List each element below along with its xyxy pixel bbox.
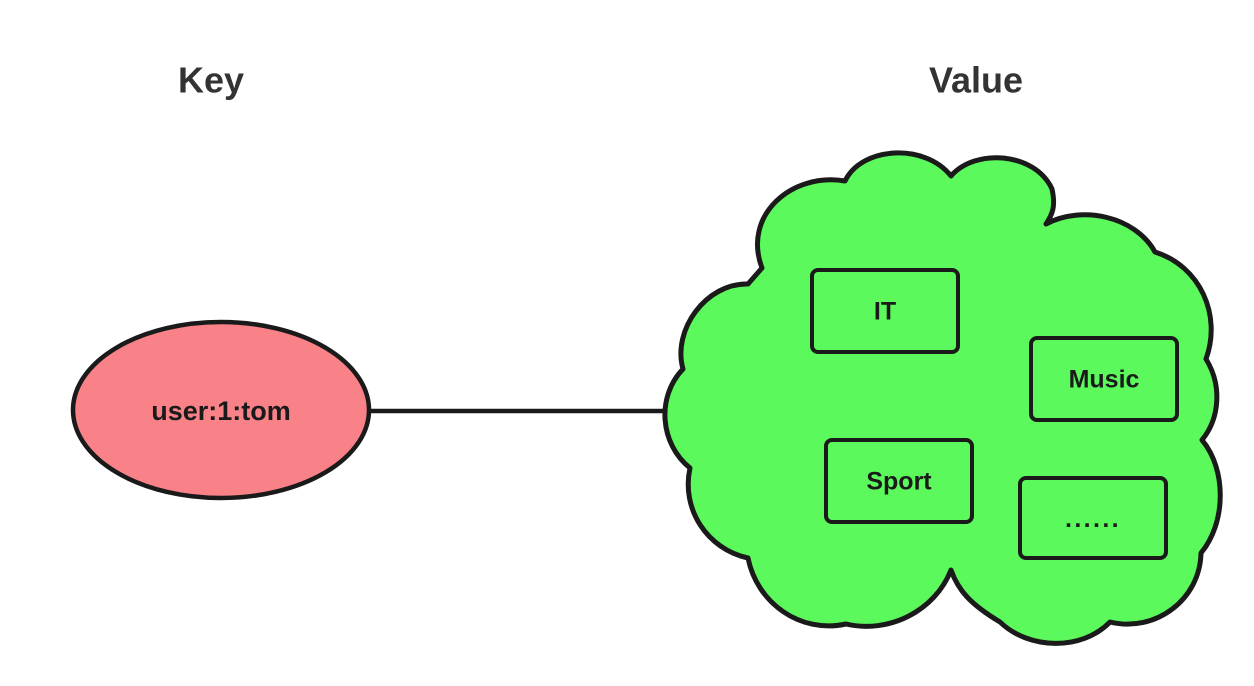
value-item-it-label: IT	[874, 298, 896, 326]
key-node-ellipse	[70, 319, 372, 501]
value-item-music-label: Music	[1069, 366, 1140, 394]
value-item-music-box	[1029, 336, 1179, 422]
value-item-it-box	[810, 268, 960, 354]
value-item-ellipsis[interactable]: ······	[1018, 476, 1168, 560]
value-cloud-node[interactable]: IT Music Sport ······	[662, 150, 1223, 646]
key-column-header: Key	[178, 60, 244, 101]
value-item-ellipsis-label: ······	[1065, 512, 1121, 540]
value-item-sport-box	[824, 438, 974, 524]
key-node[interactable]: user:1:tom	[70, 319, 372, 501]
value-item-music[interactable]: Music	[1029, 336, 1179, 422]
key-node-label: user:1:tom	[151, 396, 291, 426]
value-item-sport[interactable]: Sport	[824, 438, 974, 524]
value-column-header: Value	[929, 60, 1023, 101]
value-item-ellipsis-box	[1018, 476, 1168, 560]
value-item-sport-label: Sport	[866, 468, 932, 496]
value-item-it[interactable]: IT	[810, 268, 960, 354]
